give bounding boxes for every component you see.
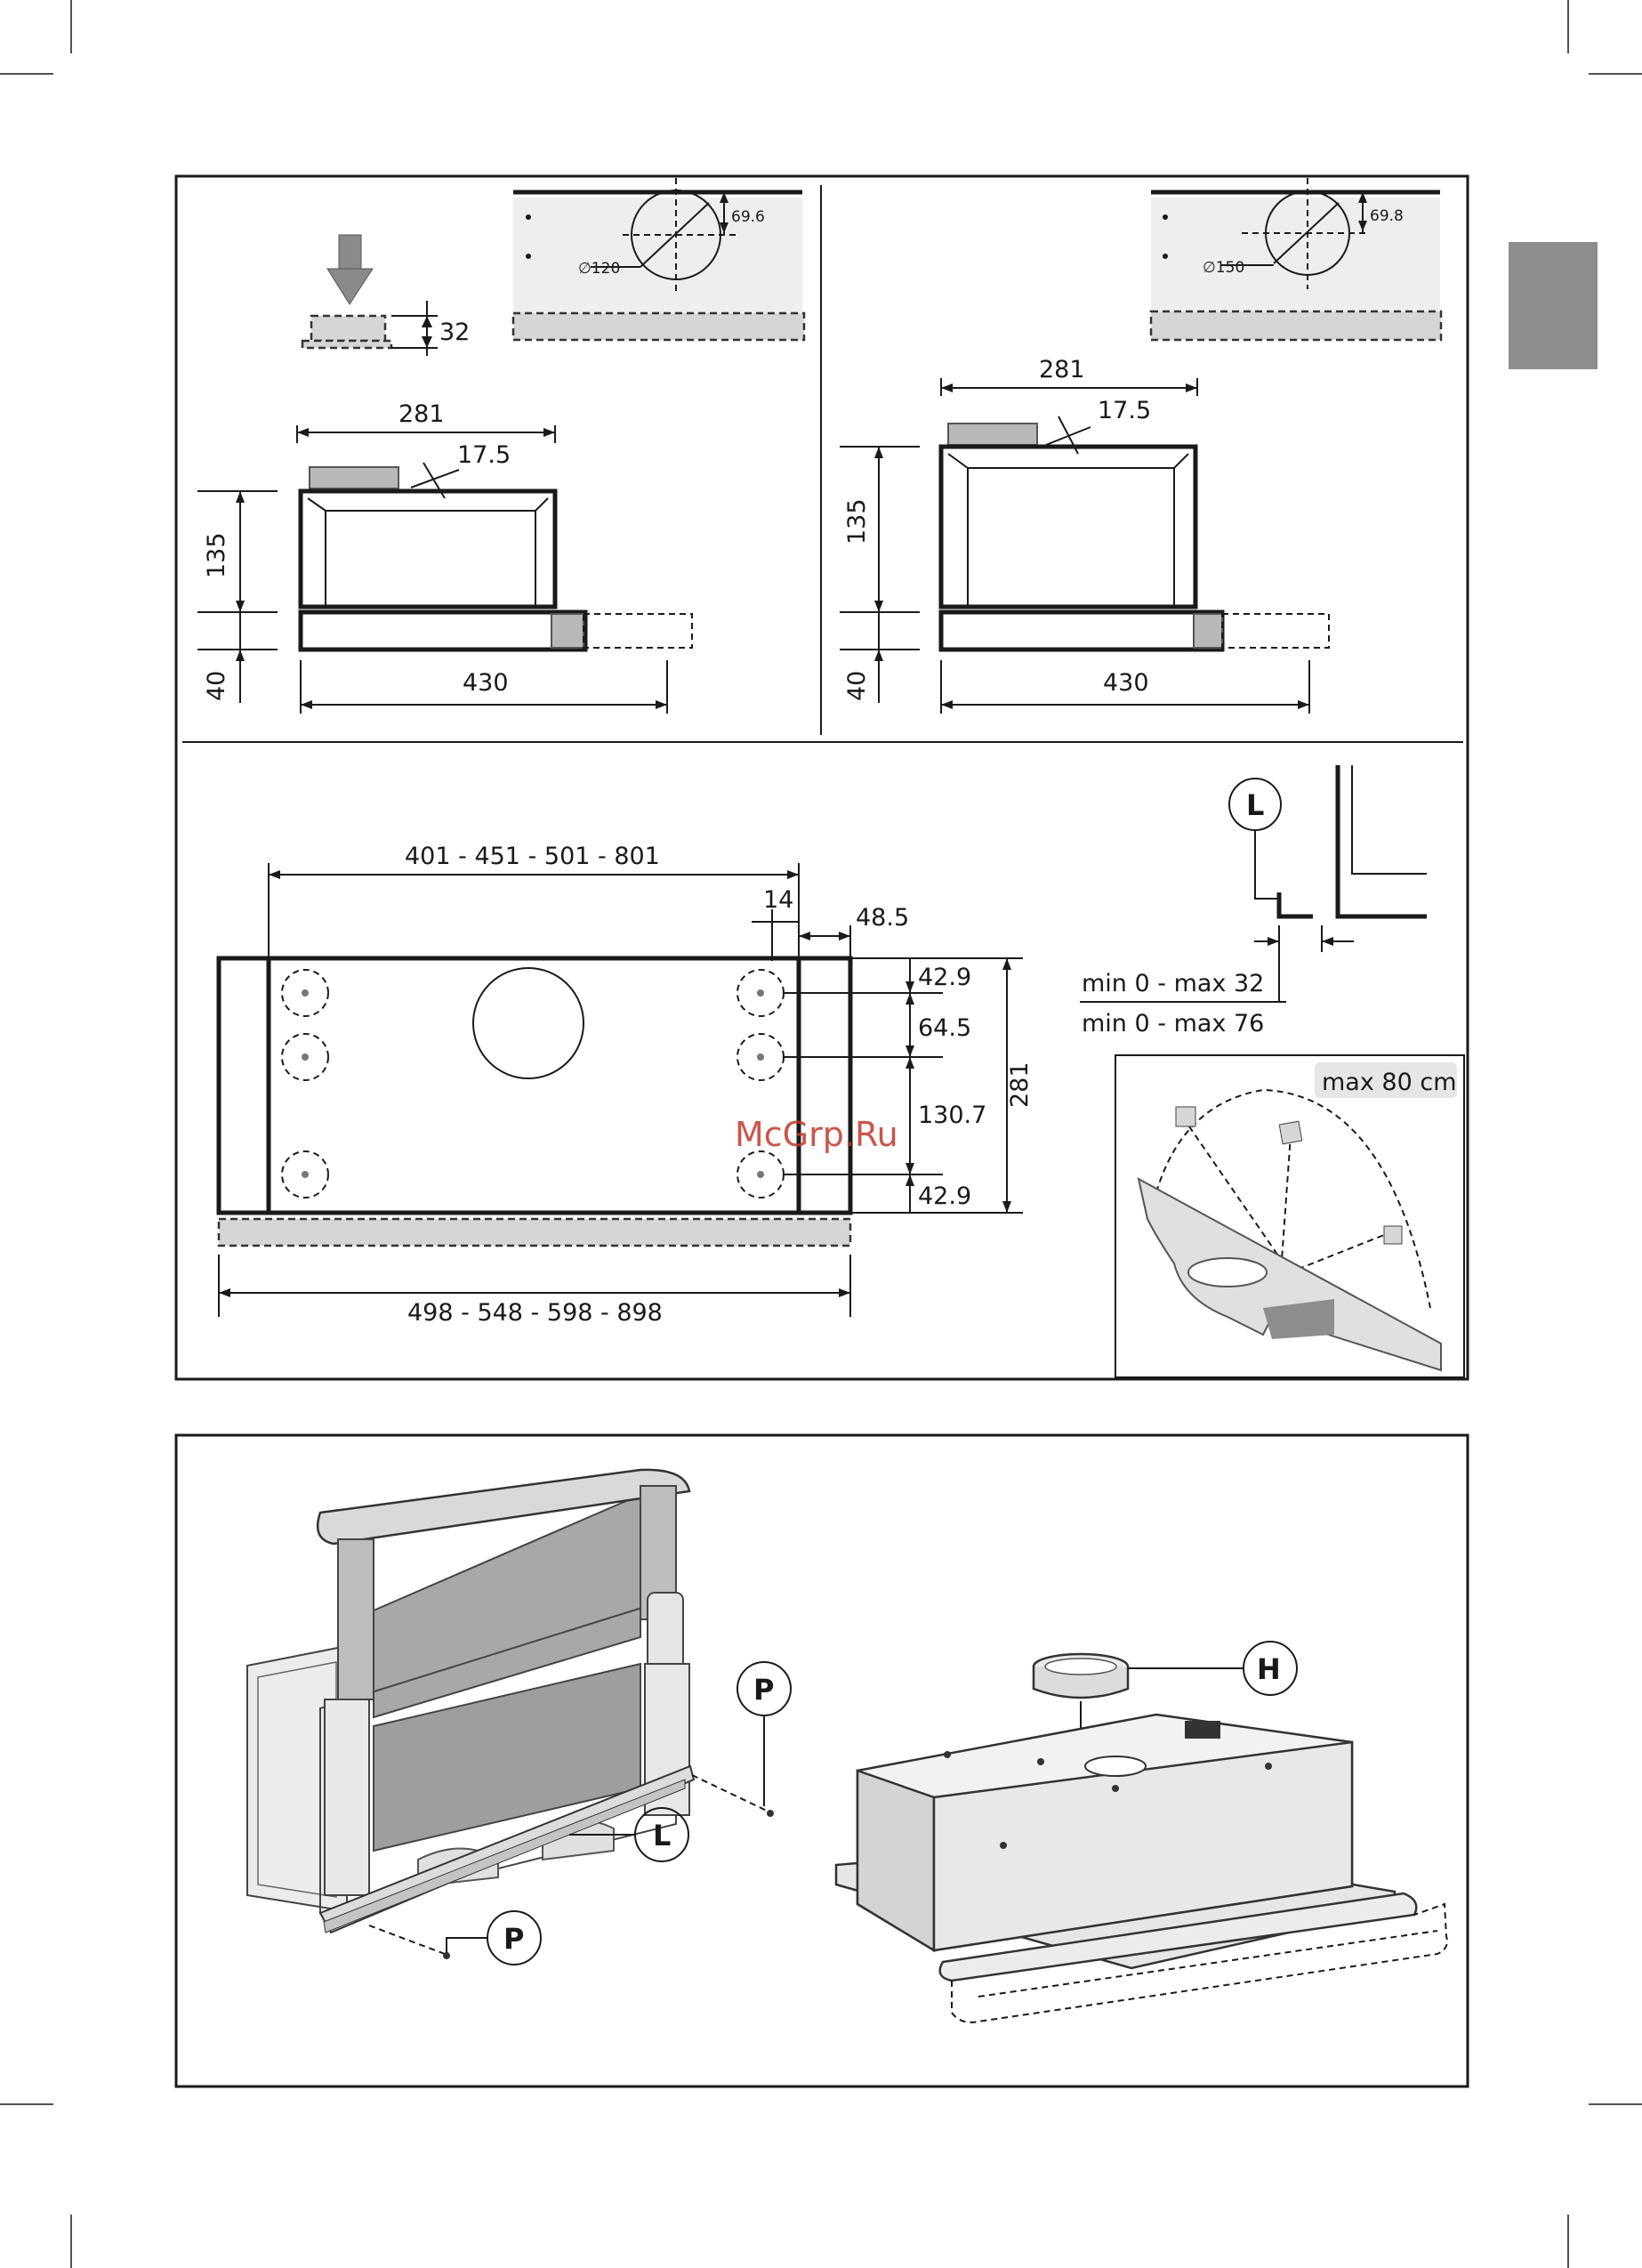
dim-42-9-top: 42.9 <box>918 964 971 991</box>
watermark: McGrp.Ru <box>735 1115 898 1154</box>
dim-plan-outer-width: 498 - 548 - 598 - 898 <box>407 1299 663 1327</box>
dim-17-5-right: 17.5 <box>1098 397 1151 424</box>
dim-48-5: 48.5 <box>856 904 909 932</box>
hood-assembled-view <box>836 1654 1447 2022</box>
dim-135-left: 135 <box>203 532 230 578</box>
hinge-arc-illustration <box>1139 1090 1441 1370</box>
dim-69-8: 69.8 <box>1370 207 1404 225</box>
label-l-assembly: L <box>653 1819 671 1852</box>
dim-69-6: 69.6 <box>731 208 765 226</box>
dim-430-right: 430 <box>1103 669 1149 697</box>
label-h: H <box>1257 1652 1281 1686</box>
dim-430-left: 430 <box>463 669 509 697</box>
mounting-holes <box>282 970 784 1198</box>
page-tab <box>1509 242 1598 369</box>
label-l-detail: L <box>1246 788 1264 822</box>
dim-135-right: 135 <box>843 498 871 545</box>
arrow-down-icon <box>327 235 373 304</box>
range-min-max-32: min 0 - max 32 <box>1082 970 1264 997</box>
label-p-bottom: P <box>503 1922 524 1956</box>
dim-64-5: 64.5 <box>918 1014 971 1042</box>
hood-exploded-view <box>247 1470 774 1959</box>
duct-opening <box>473 968 584 1078</box>
dim-40-right: 40 <box>843 671 871 701</box>
dim-d150: ∅150 <box>1203 259 1244 277</box>
dim-14: 14 <box>763 886 793 914</box>
dim-130-7: 130.7 <box>918 1102 986 1129</box>
dim-281-left: 281 <box>398 400 445 428</box>
dim-281-plan: 281 <box>1006 1061 1034 1108</box>
dim-32: 32 <box>439 319 470 346</box>
dim-d120: ∅120 <box>578 260 620 278</box>
dim-17-5-left: 17.5 <box>457 441 511 469</box>
dim-281-right: 281 <box>1039 356 1085 383</box>
label-p-top: P <box>753 1673 774 1707</box>
dim-42-9-bottom: 42.9 <box>918 1182 971 1210</box>
inset-max-80cm: max 80 cm <box>1322 1069 1457 1096</box>
dim-40-left: 40 <box>203 671 230 701</box>
dim-plan-inner-width: 401 - 451 - 501 - 801 <box>405 843 660 870</box>
range-min-max-76: min 0 - max 76 <box>1082 1010 1264 1037</box>
